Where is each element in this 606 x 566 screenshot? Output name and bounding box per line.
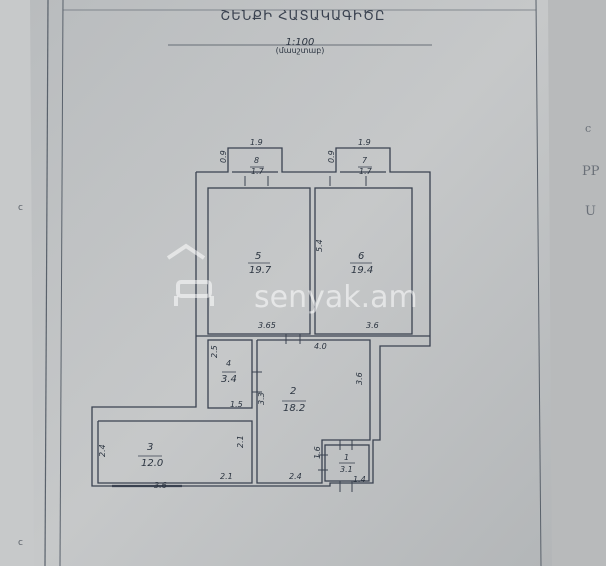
watermark-logo-icon xyxy=(166,243,214,306)
room-6-outline xyxy=(314,187,413,335)
balcony-7-depth: 0.9 xyxy=(327,150,336,163)
svg-text:c: c xyxy=(585,122,591,135)
room-2-bottom-width: 2.4 xyxy=(289,472,302,481)
room-1-number: 1 xyxy=(344,453,350,462)
room-2-area: 18.2 xyxy=(283,403,306,414)
fraction-lines xyxy=(138,166,372,464)
balcony-7-width: 1.9 xyxy=(358,138,371,147)
room-5-outline xyxy=(207,187,311,335)
room-6-area: 19.4 xyxy=(351,265,374,276)
room-4-width: 1.5 xyxy=(230,400,243,409)
room-1-outline xyxy=(324,444,370,482)
room-7-area: 1.7 xyxy=(359,167,372,176)
room-8-number: 8 xyxy=(254,156,260,165)
room-4-area: 3.4 xyxy=(221,374,237,385)
watermark-text: senyak.am xyxy=(254,280,418,315)
room-3-bottom-right: 2.1 xyxy=(220,472,233,481)
paper-sheet xyxy=(30,0,552,566)
room-6-width: 3.6 xyxy=(366,321,379,330)
room-1-depth: 1.6 xyxy=(313,446,322,459)
room-5-area: 19.7 xyxy=(249,265,272,276)
room-8-area: 1.7 xyxy=(251,167,264,176)
document-title: ՇԵՆՔԻ ՀԱՏԱԿԱԳԻԾԸ xyxy=(220,9,386,24)
svg-text:U: U xyxy=(585,204,596,219)
svg-text:c: c xyxy=(18,538,23,548)
room-2-width: 4.0 xyxy=(314,342,327,351)
door-marks xyxy=(112,176,367,492)
scale-unit-label: (մասշտաբ) xyxy=(275,46,325,55)
room-2-depth: 3.6 xyxy=(355,372,364,385)
room-7-number: 7 xyxy=(362,156,368,165)
room-3-width: 3.6 xyxy=(154,481,167,490)
plan-walls xyxy=(91,147,431,487)
room-5-number: 5 xyxy=(255,251,262,262)
balcony-8-depth: 0.9 xyxy=(219,150,228,163)
room-3-outline xyxy=(97,420,253,484)
room-1-area: 3.1 xyxy=(340,465,353,474)
room-3-depth: 2.4 xyxy=(98,444,107,457)
balcony-8-width: 1.9 xyxy=(250,138,263,147)
svg-text:c: c xyxy=(18,203,23,213)
scale-label: 1:100 xyxy=(285,37,315,48)
room-2-left-depth: 3.3 xyxy=(257,392,266,405)
room-5-width: 3.65 xyxy=(258,321,276,330)
room-3-area: 12.0 xyxy=(141,458,164,469)
room-2-number: 2 xyxy=(290,386,297,397)
room-1-width: 1.4 xyxy=(353,475,366,484)
room-4-depth: 2.5 xyxy=(210,345,219,358)
room-3-right-depth: 2.1 xyxy=(236,435,245,448)
room-6-depth: 5.4 xyxy=(315,239,324,252)
room-4-number: 4 xyxy=(226,359,232,368)
room-6-number: 6 xyxy=(358,251,365,262)
room-2-outline xyxy=(256,339,371,484)
room-3-number: 3 xyxy=(147,442,154,453)
svg-text:PP: PP xyxy=(582,164,600,179)
room-4-outline xyxy=(207,339,253,409)
